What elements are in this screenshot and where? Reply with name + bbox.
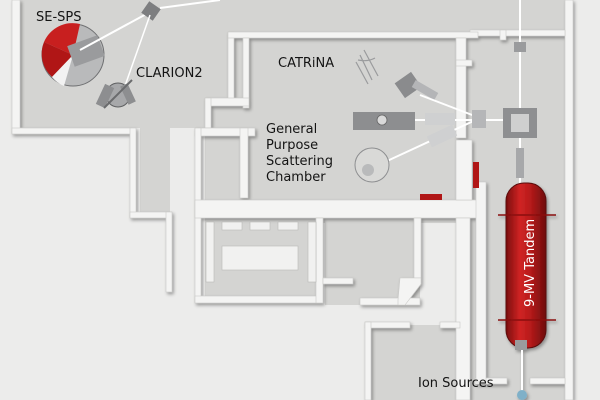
label-clarion2: CLARION2 [136,66,203,81]
label-catrina: CATRiNA [278,56,335,71]
catrina-detector [355,49,439,100]
se-sps-spectrometer [41,0,221,87]
label-gpsc-line1: General [266,122,318,137]
label-se-sps: SE-SPS [36,10,82,25]
walls [11,0,574,400]
label-gpsc: General Purpose Scattering Chamber [266,122,356,186]
tandem-accelerator [498,182,556,400]
label-gpsc-line2: Purpose [266,138,319,153]
gpsc-chamber [354,147,390,183]
clarion2-array [95,14,151,109]
label-gpsc-line3: Scattering [266,154,334,169]
label-gpsc-line4: Chamber [266,170,326,185]
label-tandem: 9-MV Tandem [523,218,538,307]
red-markers [420,162,479,200]
beamline-equipment [353,42,537,178]
control-room-furniture [205,221,317,283]
label-ion-sources: Ion Sources [418,376,494,391]
